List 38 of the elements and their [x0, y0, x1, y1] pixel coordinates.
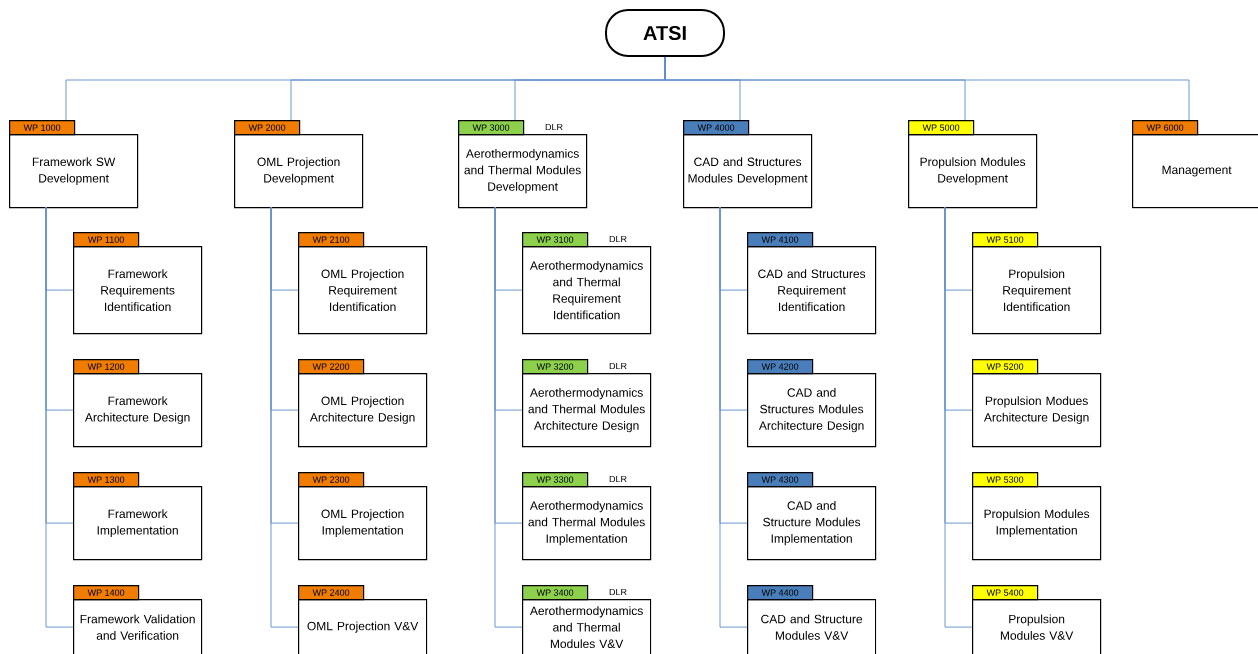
code-tab: WP 2400 — [298, 585, 365, 601]
code-tab: WP 5200 — [972, 359, 1039, 375]
code-tab: WP 3100 — [522, 232, 589, 248]
connector-line — [944, 206, 973, 628]
connector-line — [270, 206, 299, 628]
partner-label: DLR — [545, 123, 563, 131]
code-tab: WP 5100 — [972, 232, 1039, 248]
partner-label: DLR — [609, 475, 627, 483]
code-tab: WP 3400 — [522, 585, 589, 601]
partner-label: DLR — [609, 588, 627, 596]
code-tab: WP 5000 — [908, 120, 975, 136]
connector-line — [494, 206, 523, 628]
code-tab: WP 5300 — [972, 472, 1039, 488]
root-box: ATSI — [605, 9, 725, 57]
code-tab: WP 1000 — [9, 120, 76, 136]
code-tab: WP 4000 — [683, 120, 750, 136]
connector-line — [45, 206, 74, 628]
code-tab: WP 4400 — [747, 585, 814, 601]
code-tab: WP 1200 — [73, 359, 140, 375]
code-tab: WP 3200 — [522, 359, 589, 375]
code-tab: WP 3000 — [458, 120, 525, 136]
code-tab: WP 4200 — [747, 359, 814, 375]
connector-line — [664, 56, 1190, 121]
partner-label: DLR — [609, 362, 627, 370]
code-tab: WP 4100 — [747, 232, 814, 248]
code-tab: WP 3300 — [522, 472, 589, 488]
code-tab: WP 2000 — [234, 120, 301, 136]
code-tab: WP 1300 — [73, 472, 140, 488]
connector-line — [719, 206, 748, 628]
code-tab: WP 2300 — [298, 472, 365, 488]
partner-label: DLR — [609, 235, 627, 243]
code-tab: WP 6000 — [1132, 120, 1199, 136]
code-tab: WP 2200 — [298, 359, 365, 375]
code-tab: WP 1400 — [73, 585, 140, 601]
code-tab: WP 2100 — [298, 232, 365, 248]
code-tab: WP 1100 — [73, 232, 140, 248]
code-tab: WP 4300 — [747, 472, 814, 488]
code-tab: WP 5400 — [972, 585, 1039, 601]
